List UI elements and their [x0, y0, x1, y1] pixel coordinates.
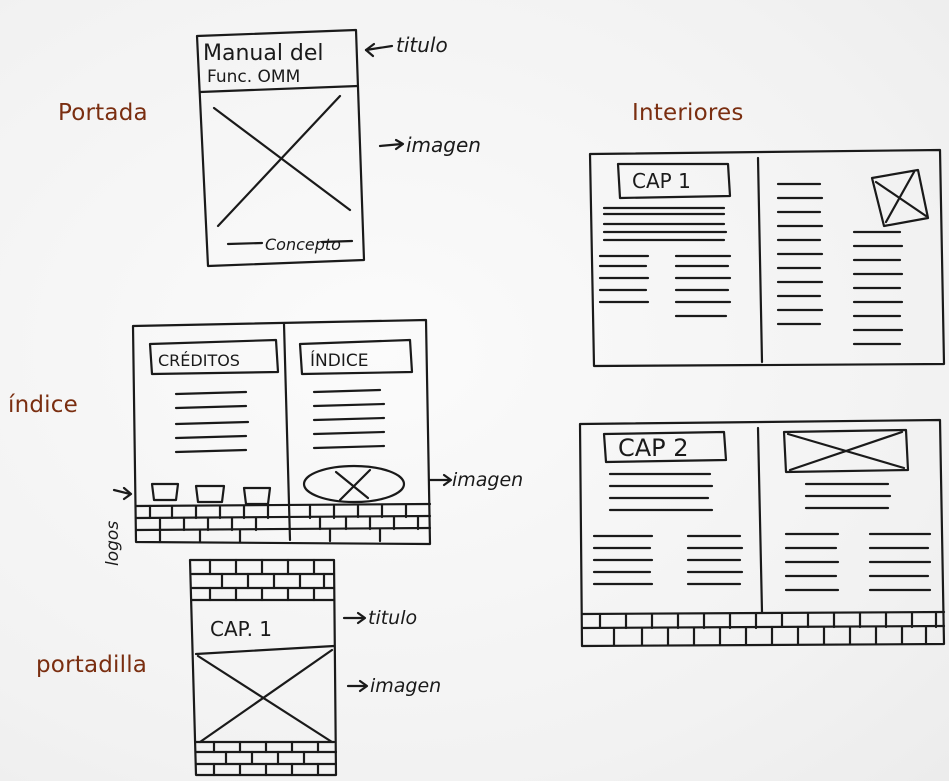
- portada-title-line2: Func. OMM: [207, 67, 300, 87]
- portadilla-annot-titulo: titulo: [368, 607, 417, 629]
- portada-cover-sketch: [195, 28, 405, 268]
- portadilla-sketch: [188, 558, 369, 777]
- portadilla-cap: CAP. 1: [210, 617, 272, 641]
- label-portada: Portada: [58, 100, 148, 126]
- portada-title-line1: Manual del: [203, 41, 324, 66]
- portada-annot-titulo: titulo: [396, 33, 448, 57]
- interiores-spread1-sketch: [588, 148, 946, 368]
- portada-annot-imagen: imagen: [406, 133, 481, 157]
- interiores-spread1-header: CAP 1: [632, 169, 691, 193]
- portada-concepto: Concepto: [265, 235, 341, 254]
- label-interiores: Interiores: [632, 100, 744, 126]
- indice-header-indice: ÍNDICE: [310, 349, 368, 371]
- indice-spread-sketch: [112, 318, 453, 546]
- interiores-spread2-header: CAP 2: [618, 434, 689, 462]
- label-indice: índice: [8, 392, 78, 418]
- indice-header-creditos: CRÉDITOS: [158, 351, 240, 370]
- indice-annot-imagen: imagen: [452, 469, 523, 491]
- portadilla-annot-imagen: imagen: [370, 675, 441, 697]
- label-portadilla: portadilla: [36, 652, 148, 678]
- indice-annot-logos: logos: [103, 521, 123, 566]
- interiores-spread2-sketch: [578, 418, 946, 648]
